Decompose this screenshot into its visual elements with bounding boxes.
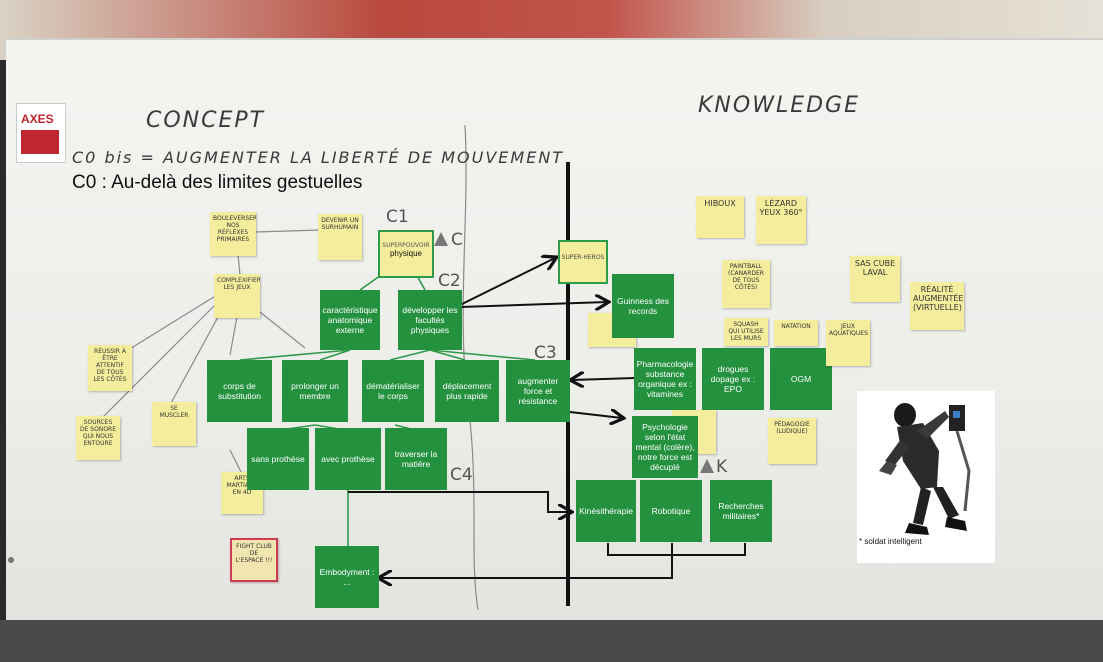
- label-c2: C2: [438, 271, 461, 291]
- sticky-reussir: RÉUSSIR À ÊTRE ATTENTIF DE TOUS LES CÔTÉ…: [88, 345, 132, 391]
- box-sans-prothese: sans prothèse: [247, 428, 309, 490]
- box-developper: développer les facultés physiques: [398, 290, 462, 350]
- label-c3: C3: [534, 343, 557, 363]
- soldier-figure-icon: [879, 403, 971, 535]
- sticky-bouleverser: BOULEVERSER NOS RÉFLEXES PRIMAIRES: [210, 212, 256, 256]
- sticky-complexifier: COMPLEXIFIER LES JEUX: [214, 274, 260, 318]
- magnet-icon: [8, 557, 14, 563]
- sticky-hiboux: HIBOUX: [696, 196, 744, 238]
- box-deplacement: déplacement plus rapide: [435, 360, 499, 422]
- box-avec-prothese: avec prothèse: [315, 428, 381, 490]
- box-pharmacologie: Pharmacologie substance organique ex : v…: [634, 348, 696, 410]
- c0-title: C0 : Au-delà des limites gestuelles: [72, 172, 363, 193]
- box-recherches: Recherches militaires*: [710, 480, 772, 542]
- axes-logo: AXES: [16, 103, 66, 163]
- box-robotique: Robotique: [640, 480, 702, 542]
- box-caracteristique: caractéristique anatomique externe: [320, 290, 380, 350]
- triangle-k-icon: [700, 459, 714, 473]
- sticky-pedagogie: PÉDAGOGIE (LUDIQUE): [768, 418, 816, 464]
- c0-bis-text: C0 bis = AUGMENTER LA LIBERTÉ DE MOUVEME…: [72, 148, 565, 167]
- box-ogm: OGM: [770, 348, 832, 410]
- box-guinness: Guinness des records: [612, 274, 674, 338]
- label-c4: C4: [450, 465, 473, 485]
- sticky-lezard: LÉZARD YEUX 360°: [756, 196, 806, 244]
- black-arrows: [348, 258, 746, 578]
- sticky-fight-club: FIGHT CLUB DE L'ESPACE !!!: [230, 538, 278, 582]
- photo-caption: * soldat intelligent: [859, 537, 922, 546]
- c1-superpouvoir-box: SUPERPOUVOIR physique: [378, 230, 434, 278]
- label-k: K: [716, 457, 728, 477]
- label-c1: C1: [386, 207, 409, 227]
- sticky-devenir-surhumain: DEVENIR UN SURHUMAIN: [318, 214, 362, 260]
- super-heros-box: SUPER-HEROS: [558, 240, 608, 284]
- sticky-paintball: PAINTBALL (CANARDER DE TOUS CÔTÉS): [722, 260, 770, 308]
- sticky-realite: RÉALITÉ AUGMENTÉE (VIRTUELLE): [910, 282, 964, 330]
- triangle-c-icon: [434, 232, 448, 246]
- knowledge-header: KNOWLEDGE: [698, 93, 860, 118]
- sticky-se-muscler: SE MUSCLER: [152, 402, 196, 446]
- sticky-sas: SAS CUBE LAVAL: [850, 256, 900, 302]
- soldier-exoskeleton-photo: * soldat intelligent: [857, 391, 995, 563]
- box-psychologie: Psychologie selon l'état mental (colère)…: [632, 416, 698, 478]
- board-tray: [0, 620, 1103, 662]
- label-c: C: [451, 230, 463, 250]
- box-traverser: traverser la matière: [385, 428, 447, 490]
- box-prolonger: prolonger un membre: [282, 360, 348, 422]
- box-corps-substitution: corps de substitution: [207, 360, 272, 422]
- box-augmenter: augmenter force et résistance: [506, 360, 570, 422]
- box-embodyment: Embodyment : ...: [315, 546, 379, 608]
- concept-header: CONCEPT: [146, 108, 266, 133]
- box-drogues: drogues dopage ex : EPO: [702, 348, 764, 410]
- sticky-jeux-aquatiques: JEUX AQUATIQUES: [826, 320, 870, 366]
- sticky-natation: NATATION: [774, 320, 818, 346]
- sticky-sources: SOURCES DE SONORE QUI NOUS ENTOURE: [76, 416, 120, 460]
- box-dematerialiser: dématérialiser le corps: [362, 360, 424, 422]
- box-kinesitherapie: Kinésithérapie: [576, 480, 636, 542]
- sticky-squash: SQUASH QUI UTILISE LES MURS: [724, 318, 768, 346]
